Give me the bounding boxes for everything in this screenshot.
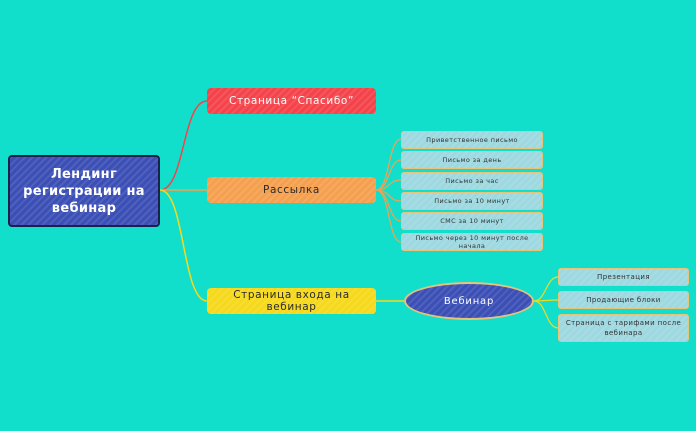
connector-web-1 [533, 276, 559, 302]
root-node[interactable]: Лендинг регистрации на вебинар [8, 155, 160, 227]
leaf-label: Презентация [597, 273, 650, 281]
branch-login-label: Страница входа на вебинар [233, 289, 350, 313]
branch-mailing-label: Рассылка [263, 184, 320, 196]
leaf-label: Письмо за час [445, 177, 499, 185]
leaf-label: Страница с тарифами после вебинара [565, 319, 682, 337]
leaf-label: Письмо через 10 минут после начала [415, 234, 529, 250]
branch-mailing[interactable]: Рассылка [207, 177, 376, 203]
root-node-label: Лендинг регистрации на вебинар [23, 166, 145, 216]
branch-login-page[interactable]: Страница входа на вебинар [207, 288, 376, 314]
branch-thanks-label: Страница “Спасибо” [229, 95, 354, 107]
webinar-leaf-sales-blocks[interactable]: Продающие блоки [558, 291, 689, 309]
leaf-label: Продающие блоки [586, 296, 661, 304]
connector-root-thanks [159, 100, 208, 191]
webinar-node[interactable]: Вебинар [404, 282, 534, 320]
mail-leaf-welcome[interactable]: Приветственное письмо [401, 131, 543, 149]
connector-mail-6 [375, 189, 402, 243]
branch-thanks-page[interactable]: Страница “Спасибо” [207, 88, 376, 114]
leaf-label: СМС за 10 минут [440, 217, 504, 225]
webinar-leaf-pricing-page[interactable]: Страница с тарифами после вебинара [558, 314, 689, 342]
mail-leaf-day[interactable]: Письмо за день [401, 151, 543, 169]
mail-leaf-sms[interactable]: СМС за 10 минут [401, 212, 543, 230]
webinar-node-label: Вебинар [443, 295, 495, 307]
connector-root-login [159, 189, 208, 302]
connector-mail-2 [375, 159, 402, 191]
mail-leaf-10min[interactable]: Письмо за 10 минут [401, 192, 543, 210]
mail-leaf-hour[interactable]: Письмо за час [401, 172, 543, 190]
leaf-label: Письмо за день [442, 156, 502, 164]
leaf-label: Письмо за 10 минут [434, 197, 510, 205]
webinar-leaf-presentation[interactable]: Презентация [558, 268, 689, 286]
mail-leaf-after-start[interactable]: Письмо через 10 минут после начала [401, 233, 543, 251]
connector-web-3 [533, 300, 559, 329]
connector-mail-1 [375, 138, 402, 191]
leaf-label: Приветственное письмо [426, 136, 518, 144]
